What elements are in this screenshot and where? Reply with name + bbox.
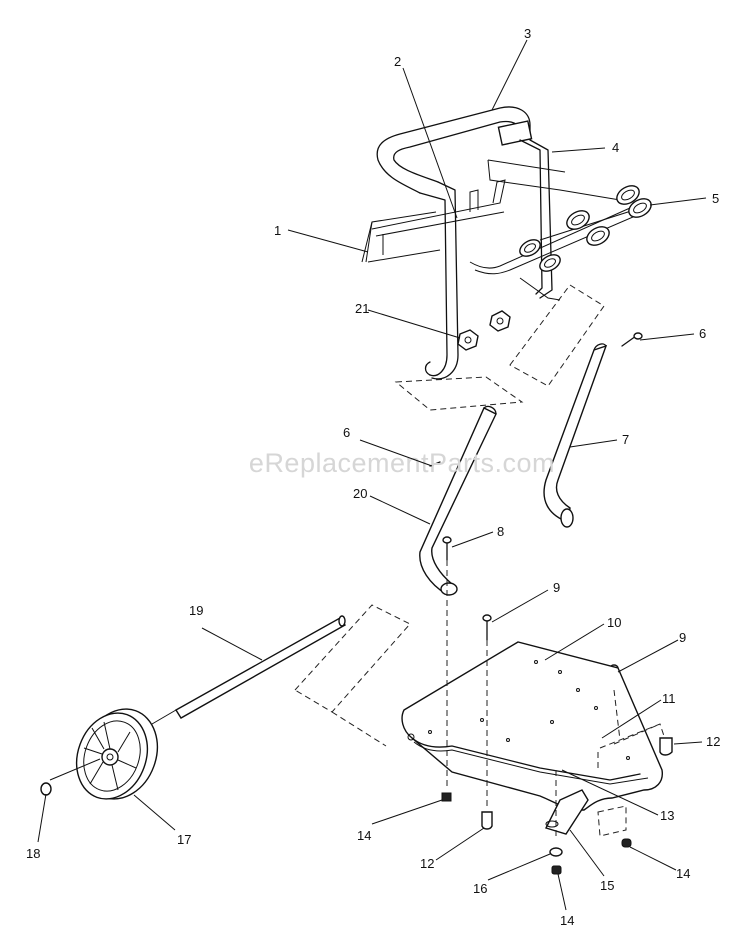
callout-6: 6 bbox=[343, 425, 350, 440]
wire-bracket-icon bbox=[361, 179, 506, 263]
callout-11: 11 bbox=[662, 691, 676, 706]
wheel-icon bbox=[75, 708, 159, 800]
cap-icon bbox=[40, 782, 52, 796]
callout-9: 9 bbox=[679, 630, 686, 645]
callout-18: 18 bbox=[26, 846, 40, 861]
callout-10: 10 bbox=[607, 615, 621, 630]
callout-8: 8 bbox=[497, 524, 504, 539]
watermark-text: eReplacementParts.com bbox=[249, 448, 555, 478]
callout-17: 17 bbox=[177, 832, 191, 847]
callout-14: 14 bbox=[357, 828, 371, 843]
leg-tube-icon bbox=[419, 343, 608, 596]
callout-12: 12 bbox=[706, 734, 720, 749]
assembly-plane bbox=[509, 284, 605, 387]
callout-13: 13 bbox=[660, 808, 674, 823]
callout-16: 16 bbox=[473, 881, 487, 896]
callout-1: 1 bbox=[274, 223, 281, 238]
assembly-plane bbox=[294, 604, 411, 713]
callout-21: 21 bbox=[355, 301, 369, 316]
callout-9: 9 bbox=[553, 580, 560, 595]
callout-14: 14 bbox=[560, 913, 574, 928]
hose-rack-icon bbox=[469, 159, 652, 301]
axle-icon bbox=[151, 615, 347, 725]
callout-5: 5 bbox=[712, 191, 719, 206]
callout-15: 15 bbox=[600, 878, 614, 893]
assembly-line bbox=[331, 711, 387, 747]
callout-12: 12 bbox=[420, 856, 434, 871]
base-plate-icon bbox=[401, 641, 663, 811]
callout-2: 2 bbox=[394, 54, 401, 69]
assembly-lines bbox=[446, 560, 665, 840]
callout-20: 20 bbox=[353, 486, 367, 501]
callout-14: 14 bbox=[676, 866, 690, 881]
leader-lines bbox=[37, 39, 707, 911]
nut-icon bbox=[441, 792, 632, 875]
callout-19: 19 bbox=[189, 603, 203, 618]
assembly-plane bbox=[394, 376, 524, 411]
callout-labels: 1 2 3 4 5 6 6 7 8 9 9 10 11 12 12 13 14 … bbox=[26, 26, 720, 928]
callout-4: 4 bbox=[612, 140, 619, 155]
callout-6: 6 bbox=[699, 326, 706, 341]
callout-3: 3 bbox=[524, 26, 531, 41]
knob-icon bbox=[457, 310, 511, 351]
rubber-foot-icon bbox=[481, 737, 673, 830]
handle-icon bbox=[376, 106, 553, 380]
callout-7: 7 bbox=[622, 432, 629, 447]
